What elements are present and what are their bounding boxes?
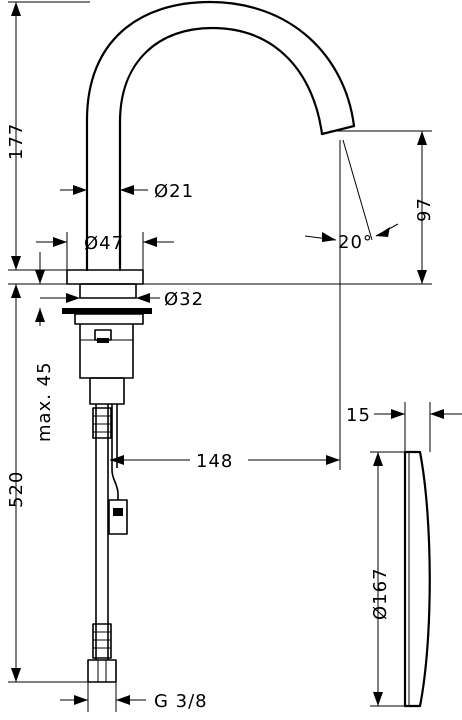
- hose-fitting-upper: [92, 407, 112, 439]
- label-d47: Ø47: [84, 233, 124, 254]
- sensor-cable: [111, 404, 119, 500]
- dimension-lines: [8, 1, 462, 712]
- base-flange: [66, 269, 144, 285]
- lower-body: [79, 324, 134, 379]
- spout-tip: [320, 124, 356, 136]
- label-d21: Ø21: [154, 181, 194, 202]
- dimension-labels: 177 520 max. 45 Ø21 Ø47 Ø32 97 20° 148 1…: [6, 123, 435, 712]
- label-148: 148: [196, 451, 233, 472]
- label-97: 97: [414, 197, 435, 222]
- label-20deg: 20°: [338, 232, 373, 253]
- label-max-45: max. 45: [34, 361, 55, 442]
- connector-block: [89, 377, 125, 405]
- label-15: 15: [346, 405, 371, 426]
- cable-plug: [108, 499, 128, 535]
- plate-outline: [403, 450, 431, 708]
- deck-gasket: [62, 308, 152, 314]
- label-d167: Ø167: [370, 567, 391, 620]
- cover-plate: [403, 450, 431, 708]
- label-g38: G 3/8: [154, 691, 208, 712]
- label-177: 177: [6, 123, 27, 160]
- base-collar: [79, 283, 137, 299]
- connection-nut: [87, 659, 117, 683]
- hose-fitting-lower: [92, 623, 112, 659]
- spout-outer: [85, 0, 356, 272]
- label-d32: Ø32: [164, 289, 204, 310]
- label-520: 520: [6, 471, 27, 508]
- spout-inner: [118, 26, 324, 272]
- thread-sleeve: [74, 313, 144, 325]
- faucet-body: [62, 0, 356, 683]
